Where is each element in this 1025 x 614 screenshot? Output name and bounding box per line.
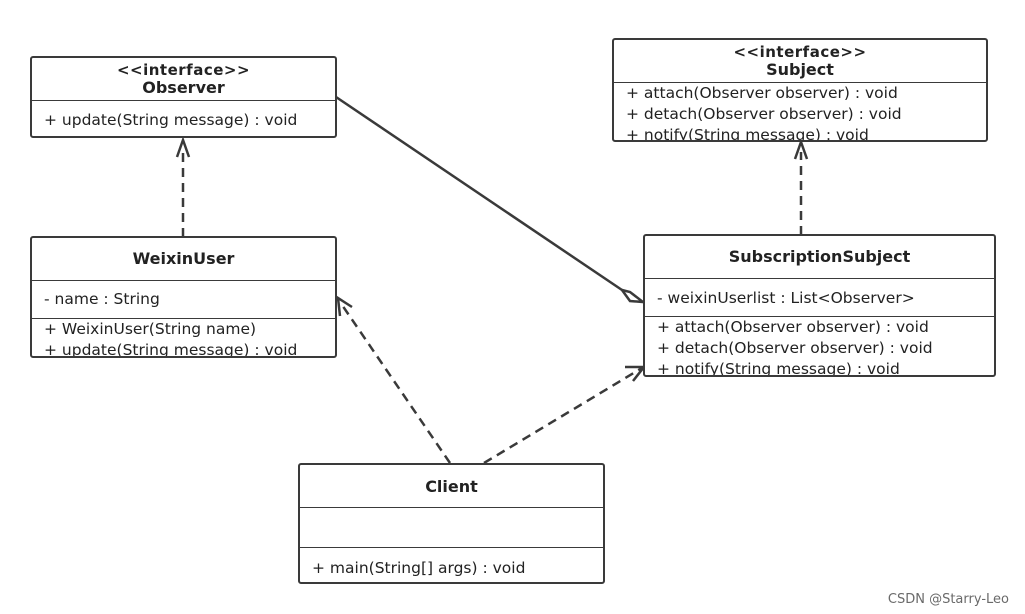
- aggregation-diamond: [618, 287, 648, 304]
- observer-stereotype: <<interface>>: [116, 61, 251, 79]
- weixinuser-header: WeixinUser: [32, 238, 335, 280]
- watermark: CSDN @Starry-Leo: [887, 592, 1009, 607]
- client-method: + main(String[] args) : void: [312, 559, 526, 577]
- subscriptionsubject-method: + notify(String message) : void: [657, 360, 900, 375]
- client-class-name: Client: [425, 477, 478, 496]
- weixinuser-attribute: - name : String: [44, 290, 160, 308]
- subscriptionsubject-class-box: SubscriptionSubject - weixinUserlist : L…: [643, 234, 996, 377]
- client-class-box: Client + main(String[] args) : void: [298, 463, 605, 584]
- observer-header: <<interface>> Observer: [32, 58, 335, 100]
- weixinuser-class-name: WeixinUser: [132, 249, 235, 268]
- dependency-arrowhead-weixinuser: [336, 295, 353, 317]
- subject-method: + notify(String message) : void: [626, 126, 869, 140]
- weixinuser-methods: + WeixinUser(String name) + update(Strin…: [32, 318, 335, 356]
- subject-header: <<interface>> Subject: [614, 40, 986, 82]
- observer-method: + update(String message) : void: [44, 111, 298, 129]
- observer-class-name: Observer: [142, 78, 225, 97]
- subject-interface-box: <<interface>> Subject + attach(Observer …: [612, 38, 988, 142]
- subject-methods: + attach(Observer observer) : void + det…: [614, 82, 986, 140]
- subject-class-name: Subject: [766, 60, 834, 79]
- dependency-arrowhead-subscriptionsubject: [625, 365, 647, 382]
- subscriptionsubject-method: + attach(Observer observer) : void: [657, 318, 929, 336]
- observer-interface-box: <<interface>> Observer + update(String m…: [30, 56, 337, 138]
- weixinuser-class-box: WeixinUser - name : String + WeixinUser(…: [30, 236, 337, 358]
- subscriptionsubject-header: SubscriptionSubject: [645, 236, 994, 278]
- subscriptionsubject-attributes: - weixinUserlist : List<Observer>: [645, 278, 994, 316]
- subscriptionsubject-class-name: SubscriptionSubject: [728, 247, 911, 266]
- realization-arrowhead-observer: [175, 136, 191, 158]
- client-methods: + main(String[] args) : void: [300, 547, 603, 579]
- subject-method: + attach(Observer observer) : void: [626, 84, 898, 102]
- dependency-client-subscriptionsubject: [483, 366, 643, 465]
- realization-arrowhead-subject: [793, 138, 809, 160]
- subject-stereotype: <<interface>>: [733, 43, 867, 61]
- subscriptionsubject-methods: + attach(Observer observer) : void + det…: [645, 316, 994, 375]
- aggregation-line: [335, 95, 623, 292]
- weixinuser-method: + WeixinUser(String name): [44, 320, 257, 338]
- subject-method: + detach(Observer observer) : void: [626, 105, 902, 123]
- client-attributes: [300, 507, 603, 547]
- observer-methods: + update(String message) : void: [32, 100, 335, 131]
- weixinuser-method: + update(String message) : void: [44, 341, 298, 356]
- subscriptionsubject-attribute: - weixinUserlist : List<Observer>: [657, 289, 915, 307]
- client-header: Client: [300, 465, 603, 507]
- subscriptionsubject-method: + detach(Observer observer) : void: [657, 339, 933, 357]
- dependency-client-weixinuser: [338, 301, 452, 464]
- weixinuser-attributes: - name : String: [32, 280, 335, 318]
